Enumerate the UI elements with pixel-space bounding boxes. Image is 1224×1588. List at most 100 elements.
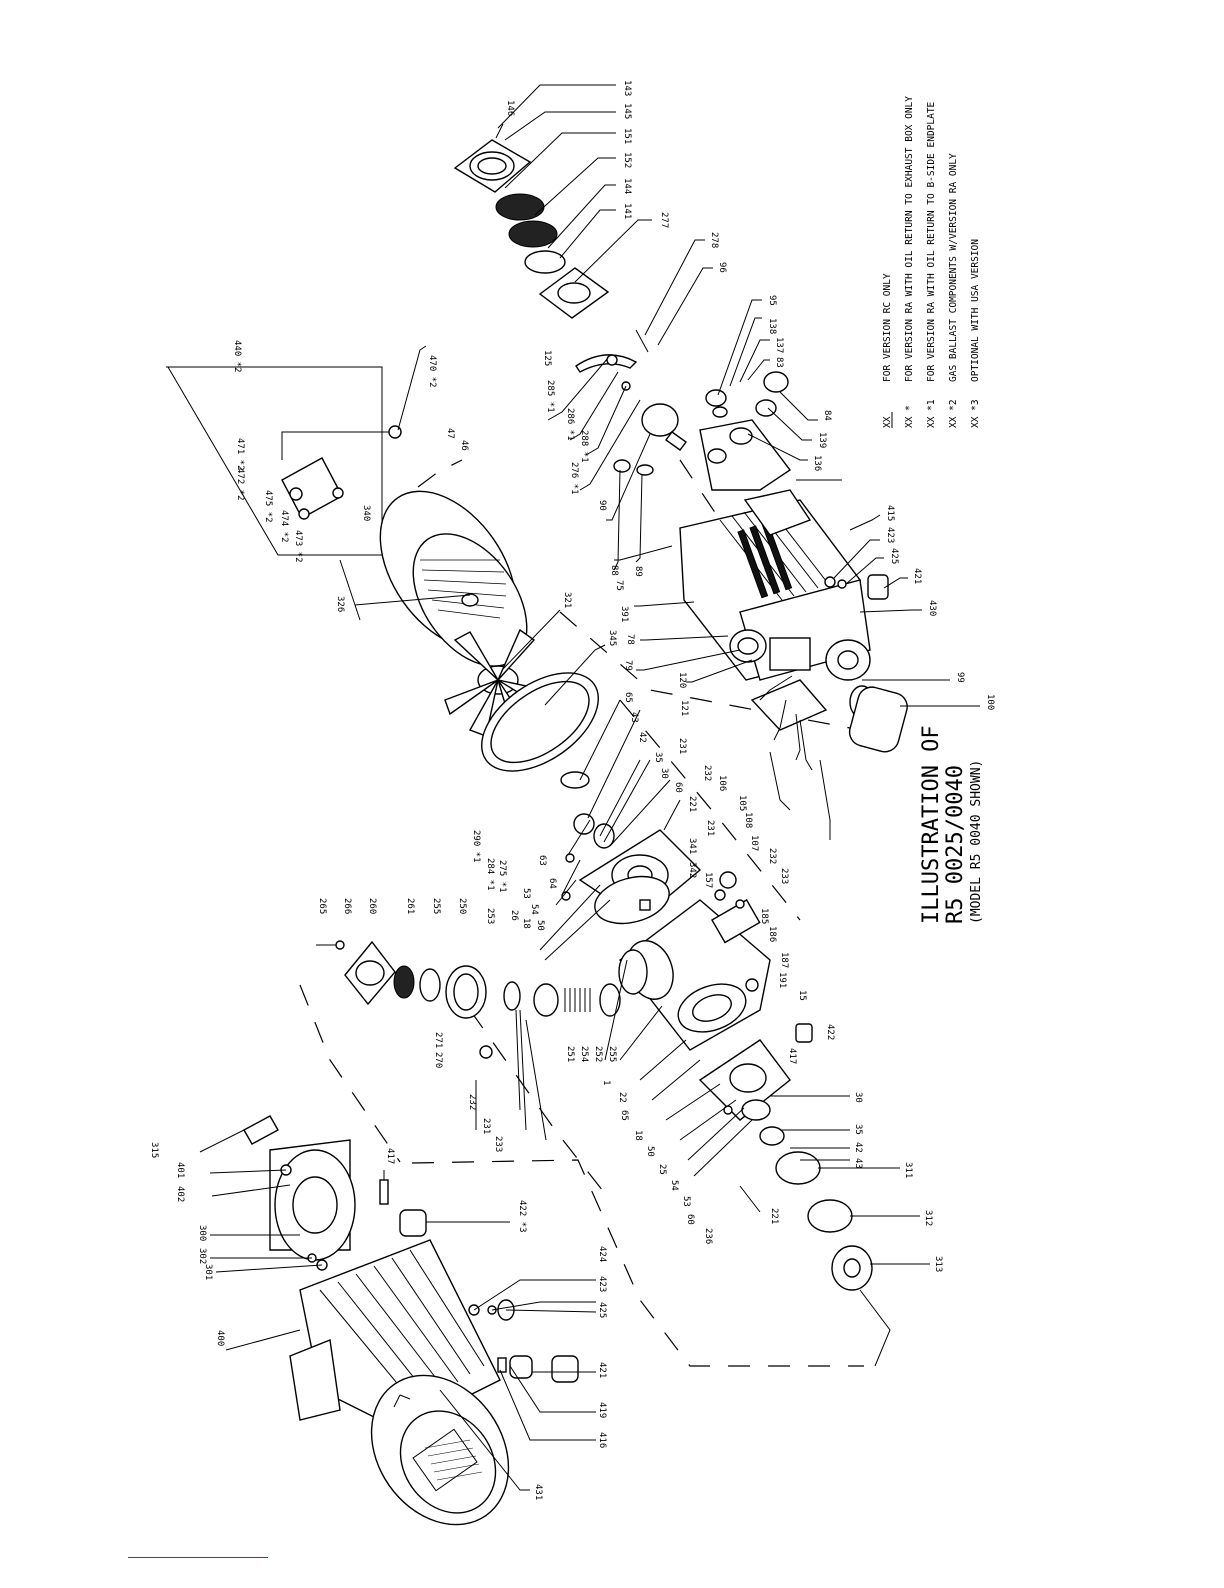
label-342: 342 <box>687 862 697 878</box>
footer-rule <box>128 1557 268 1558</box>
label-120: 120 <box>677 672 687 688</box>
label-312: 312 <box>923 1210 933 1226</box>
legend-text-3: GAS BALLAST COMPONENTS W/VERSION RA ONLY <box>948 153 959 382</box>
label-43b: 43 <box>853 1158 863 1169</box>
label-138: 138 <box>767 318 777 334</box>
o-ring-255b <box>618 949 648 995</box>
label-425: 425 <box>889 548 899 564</box>
cover-plate-106 <box>750 679 828 731</box>
label-50b: 50 <box>645 1146 655 1157</box>
label-473: 473 *2 <box>293 530 303 563</box>
label-15: 15 <box>797 990 807 1001</box>
endplate-b-side <box>698 1023 873 1291</box>
foot-422 <box>795 1023 813 1043</box>
label-232b: 232 <box>767 848 777 864</box>
screen-261 <box>393 965 415 999</box>
label-89: 89 <box>633 566 643 577</box>
label-423b: 423 <box>597 1276 607 1292</box>
label-261: 261 <box>405 898 415 914</box>
label-278: 278 <box>709 232 719 248</box>
label-231b: 231 <box>705 820 715 836</box>
label-341: 341 <box>687 838 697 854</box>
label-422a: 422 <box>825 1024 835 1040</box>
label-276: 276 *1 <box>569 462 579 495</box>
filter-mesh-152 <box>508 220 558 248</box>
label-321: 321 <box>562 592 572 608</box>
label-125: 125 <box>542 350 552 366</box>
gas-ballast-group <box>167 366 402 556</box>
label-251: 251 <box>565 1046 575 1062</box>
label-440: 440 *2 <box>232 340 242 373</box>
label-60a: 60 <box>673 782 683 793</box>
label-30a: 30 <box>659 768 669 779</box>
label-42b: 42 <box>853 1142 863 1153</box>
o-ring-253 <box>503 981 521 1011</box>
seal-65 <box>560 771 590 789</box>
foot-422b <box>399 1209 427 1237</box>
label-277: 277 <box>659 212 669 228</box>
label-152: 152 <box>622 152 632 168</box>
label-30b: 30 <box>853 1092 863 1103</box>
label-425b: 425 <box>597 1302 607 1318</box>
label-46: 46 <box>459 440 469 451</box>
label-185: 185 <box>759 908 769 924</box>
label-236: 236 <box>703 1228 713 1244</box>
label-60b: 60 <box>685 1214 695 1225</box>
label-106: 106 <box>717 775 727 791</box>
legend: XX FOR VERSION RC ONLY XX * FOR VERSION … <box>882 96 981 428</box>
label-415: 415 <box>885 505 895 521</box>
label-345: 345 <box>607 630 617 646</box>
legend-key-1: XX * <box>904 405 915 428</box>
label-43a: 43 <box>629 712 639 723</box>
label-233: 233 <box>779 868 789 884</box>
label-326: 326 <box>335 596 345 612</box>
title-line-2: R5 0025/0040 <box>943 765 968 924</box>
label-340: 340 <box>361 505 371 521</box>
o-ring-255 <box>419 968 441 1002</box>
label-313: 313 <box>933 1256 943 1272</box>
label-311: 311 <box>903 1162 913 1178</box>
label-145: 145 <box>622 103 632 119</box>
exhaust-box-136 <box>699 419 812 536</box>
label-136: 136 <box>812 455 822 471</box>
label-402: 402 <box>175 1186 185 1202</box>
label-424: 424 <box>597 1246 607 1262</box>
bearing-35 <box>593 823 615 849</box>
valve-157 <box>719 871 737 889</box>
label-137: 137 <box>774 337 784 353</box>
legend-key-3: XX *2 <box>948 399 959 428</box>
label-65b: 65 <box>619 1110 629 1121</box>
label-75: 75 <box>614 580 624 591</box>
spring-254 <box>564 988 591 1012</box>
label-108: 108 <box>743 812 753 828</box>
label-191: 191 <box>777 972 787 988</box>
ring-144 <box>524 250 566 274</box>
label-54b: 54 <box>669 1180 679 1191</box>
label-42a: 42 <box>637 732 647 743</box>
label-252: 252 <box>593 1046 603 1062</box>
label-18a: 18 <box>521 918 531 929</box>
valve-disc-251 <box>533 983 559 1017</box>
filter-90 <box>641 403 679 437</box>
terminal-box <box>289 1339 341 1421</box>
label-231a: 231 <box>677 738 687 754</box>
label-253a: 253 <box>485 908 495 924</box>
endplate-a-side <box>560 771 702 925</box>
label-187: 187 <box>779 952 789 968</box>
label-266: 266 <box>342 898 352 914</box>
label-417a: 417 <box>787 1048 797 1064</box>
coupling-311 <box>775 1151 821 1185</box>
label-121: 121 <box>679 700 689 716</box>
label-63: 63 <box>537 855 547 866</box>
label-35a: 35 <box>653 752 663 763</box>
plug-88 <box>613 459 631 473</box>
label-470: 470 *2 <box>427 355 437 388</box>
label-255b: 255 <box>607 1046 617 1062</box>
label-421b: 421 <box>597 1362 607 1378</box>
label-25: 25 <box>657 1164 667 1175</box>
label-151: 151 <box>622 128 632 144</box>
label-232a: 232 <box>702 765 712 781</box>
label-254: 254 <box>579 1046 589 1062</box>
foot-421b <box>551 1355 579 1383</box>
